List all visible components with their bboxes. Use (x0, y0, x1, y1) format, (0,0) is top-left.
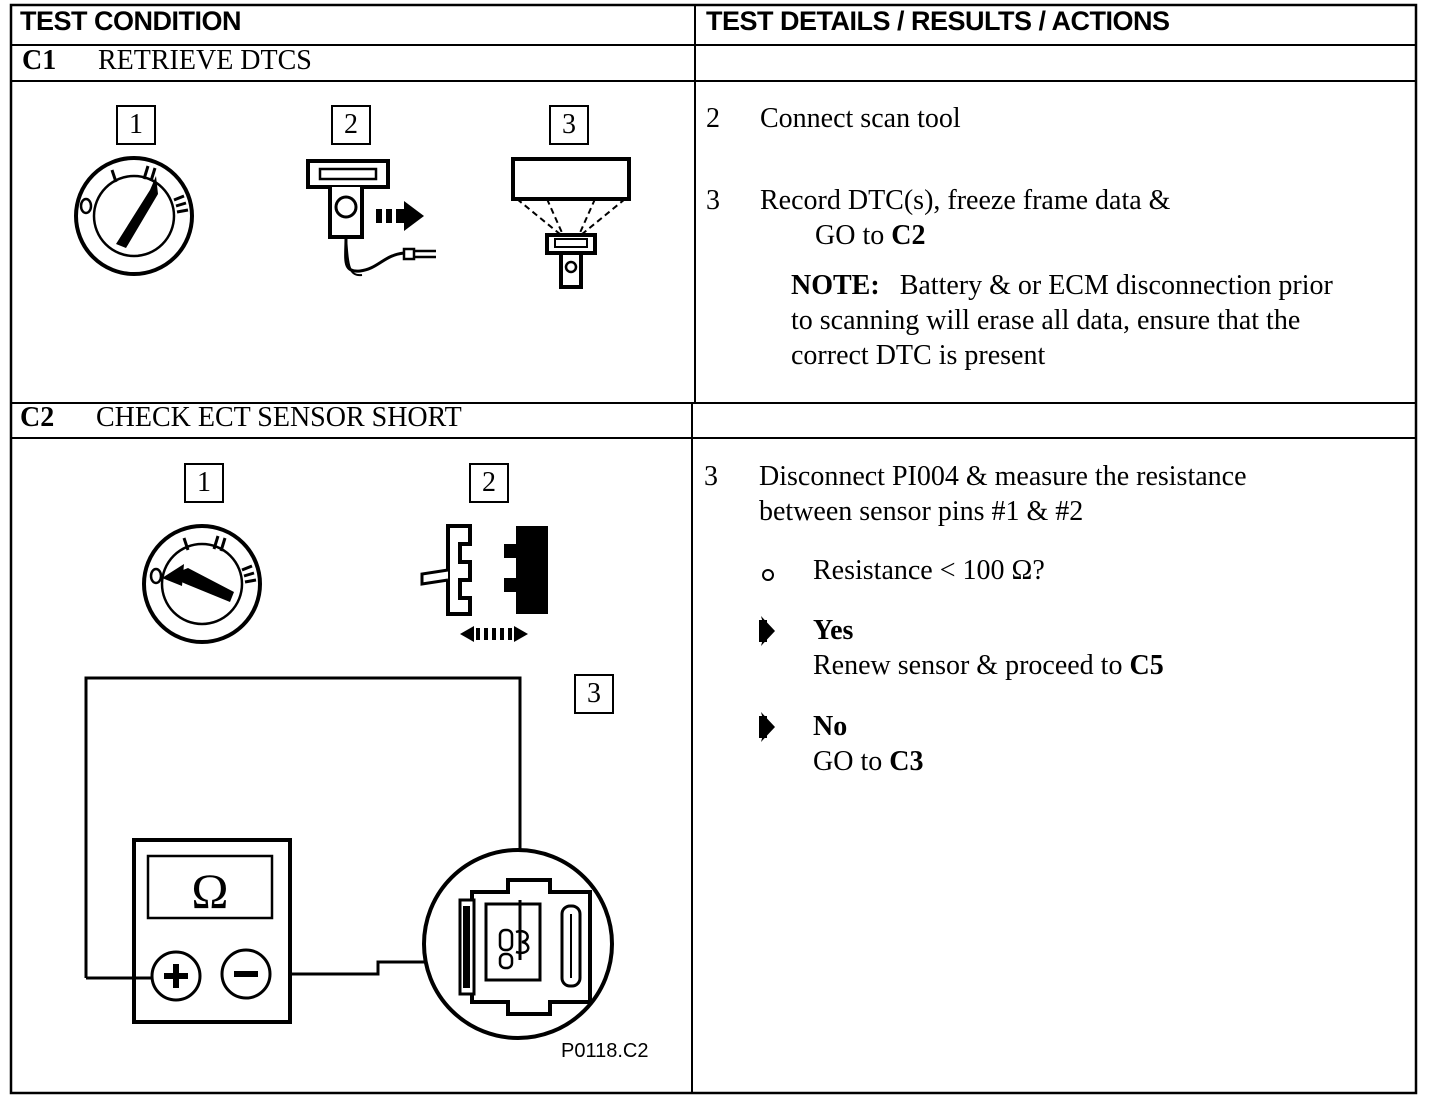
question-bullet-icon (762, 569, 774, 581)
c2-resistance-measurement-diagram: Ω (84, 676, 614, 1040)
c1-note-line2: to scanning will erase all data, ensure … (791, 305, 1301, 336)
c1-figure-label-1: 1 (116, 105, 156, 145)
c1-note-line1: NOTE: Battery & or ECM disconnection prio… (791, 268, 1333, 303)
figure-reference: P0118.C2 (561, 1040, 649, 1062)
c2-no-action: GO to C3 (813, 744, 923, 779)
c1-scan-tool-display-icon (511, 157, 631, 289)
section-c2-heading: C2 CHECK ECT SENSOR SHORT (20, 404, 462, 432)
section-c2-title: CHECK ECT SENSOR SHORT (96, 402, 462, 433)
c2-figure-label-3: 3 (574, 674, 614, 714)
c1-step-2-number: 2 (706, 103, 720, 134)
c2-figure-label-2: 2 (469, 463, 509, 503)
c1-note-text-1: Battery & or ECM disconnection prior (899, 270, 1333, 301)
c2-ignition-off-icon (142, 524, 262, 644)
c2-no-action-ref: C3 (889, 746, 924, 777)
c1-step-3-line1: Record DTC(s), freeze frame data & (760, 185, 1171, 216)
header-test-details: TEST DETAILS / RESULTS / ACTIONS (706, 6, 1170, 36)
section-c2-code: C2 (20, 402, 55, 433)
c1-ignition-on-icon (74, 156, 194, 276)
c2-figure-label-1: 1 (184, 463, 224, 503)
yes-arrow-icon (759, 616, 775, 646)
section-c1-title: RETRIEVE DTCS (98, 45, 312, 76)
c1-figure-label-3: 3 (549, 105, 589, 145)
c1-step-2-text: Connect scan tool (760, 103, 961, 134)
no-arrow-icon (759, 712, 775, 742)
c1-step-3-number: 3 (706, 185, 720, 216)
c2-question: Resistance < 100 Ω? (813, 555, 1045, 586)
c1-step-3-line2: GO to C2 (815, 218, 925, 253)
section-c1-heading: C1 RETRIEVE DTCS (22, 47, 312, 75)
c1-scan-tool-connect-icon (306, 159, 436, 277)
c1-step-3-goto: GO to (815, 220, 892, 251)
c2-no-action-text: GO to (813, 746, 890, 777)
c1-figure-label-2: 2 (331, 105, 371, 145)
c2-yes-action: Renew sensor & proceed to C5 (813, 648, 1164, 683)
c2-step-3-line2: between sensor pins #1 & #2 (759, 496, 1084, 527)
c1-step-3-goto-ref: C2 (891, 220, 926, 251)
meter-omega-symbol: Ω (191, 863, 228, 919)
c2-step-3-line1: Disconnect PI004 & measure the resistanc… (759, 461, 1247, 492)
c2-step-3-number: 3 (704, 461, 718, 492)
c2-yes-action-text: Renew sensor & proceed to (813, 650, 1130, 681)
c2-no-label: No (813, 711, 848, 742)
section-c1-code: C1 (22, 45, 57, 76)
c1-note-line3: correct DTC is present (791, 340, 1046, 371)
c1-note-label: NOTE: (791, 270, 880, 301)
header-test-condition: TEST CONDITION (20, 6, 242, 36)
c2-yes-action-ref: C5 (1129, 650, 1164, 681)
c2-yes-label: Yes (813, 615, 854, 646)
c2-connector-disconnect-icon (420, 524, 548, 642)
